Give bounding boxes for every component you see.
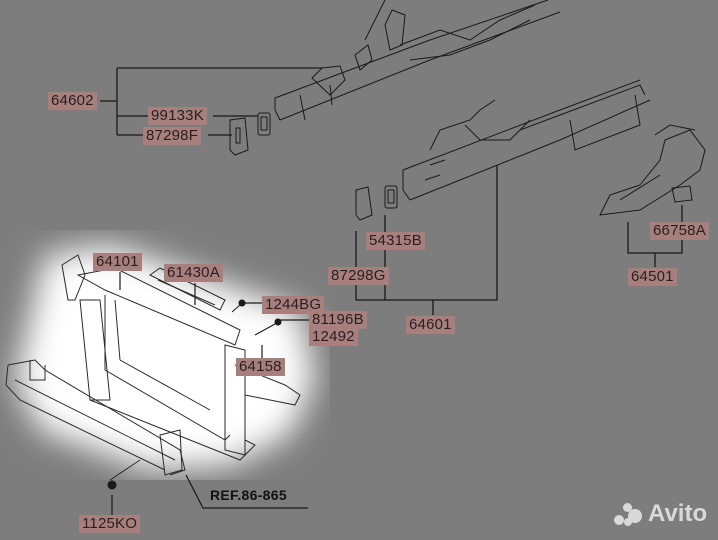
part-label-12492[interactable]: 12492 <box>309 328 358 346</box>
part-label-99133K[interactable]: 99133K <box>148 107 207 125</box>
watermark-text: Avito <box>648 500 708 527</box>
side-member-lower <box>402 79 651 201</box>
radiator-support <box>61 254 301 461</box>
avito-watermark: Avito <box>614 500 707 528</box>
part-label-64101[interactable]: 64101 <box>93 253 142 271</box>
bumper-beam <box>5 359 186 481</box>
part-label-61430A[interactable]: 61430A <box>164 264 223 282</box>
part-label-1244BG[interactable]: 1244BG <box>262 296 325 314</box>
gasket-99133K <box>229 112 271 156</box>
part-label-81196B[interactable]: 81196B <box>309 311 367 329</box>
reference-label: REF.86-865 <box>210 487 287 503</box>
part-label-87298F[interactable]: 87298F <box>143 127 202 145</box>
gasket-87298G <box>355 185 398 221</box>
part-label-66758A[interactable]: 66758A <box>650 222 709 240</box>
member-64501 <box>599 124 706 216</box>
avito-logo-icon <box>614 501 644 527</box>
side-member-upper <box>274 0 561 121</box>
leader-front <box>111 272 309 515</box>
bolts <box>107 299 282 490</box>
part-label-54315B[interactable]: 54315B <box>366 232 425 250</box>
leader-64601 <box>355 165 498 315</box>
leader-64602 <box>100 67 322 136</box>
part-label-1125KO[interactable]: 1125KO <box>79 515 141 533</box>
part-label-64602[interactable]: 64602 <box>48 92 97 110</box>
part-label-64158[interactable]: 64158 <box>236 358 285 376</box>
part-label-64601[interactable]: 64601 <box>406 316 455 334</box>
part-label-64501[interactable]: 64501 <box>628 268 677 286</box>
part-label-87298G[interactable]: 87298G <box>328 267 389 285</box>
